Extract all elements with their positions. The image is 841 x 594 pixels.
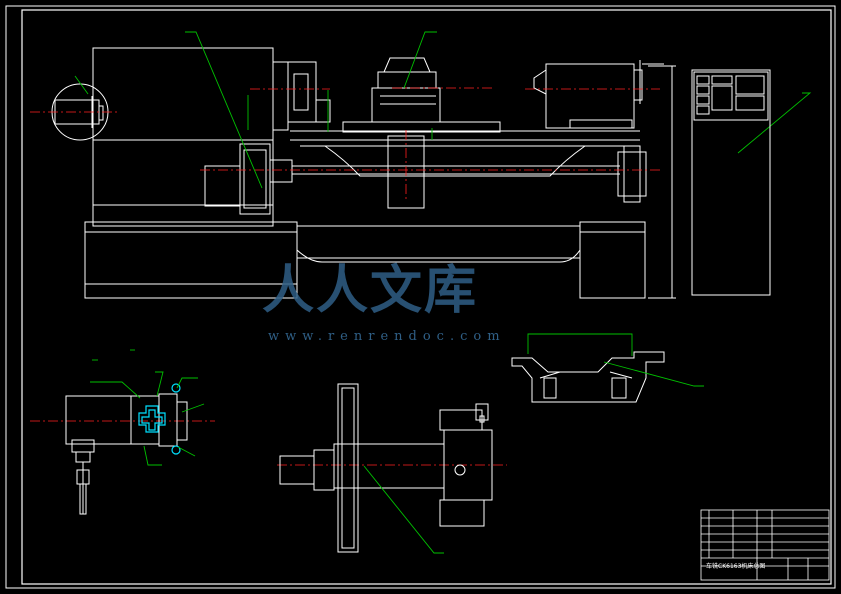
headstock — [92, 47, 274, 227]
lathe-main-view — [51, 47, 676, 299]
guideway-section — [511, 351, 665, 403]
tailstock — [545, 63, 635, 129]
watermark-url: www.renrendoc.com — [268, 329, 506, 344]
shaft-leader — [363, 465, 444, 554]
title-block — [700, 509, 830, 581]
leader-lines — [74, 31, 812, 189]
bed-right-leg — [579, 221, 646, 299]
gearbox-leaders — [90, 349, 205, 466]
gear-cross-symbol — [138, 383, 181, 455]
guideway-leaders — [527, 333, 704, 387]
outer-border — [5, 5, 836, 589]
gearbox-detail — [65, 393, 188, 515]
control-cabinet — [691, 69, 771, 296]
shaft-detail — [279, 383, 493, 553]
saddle — [300, 145, 630, 177]
inner-border — [21, 9, 832, 585]
chuck — [315, 99, 331, 123]
centerlines — [30, 87, 660, 466]
bed-left-leg — [84, 221, 298, 299]
watermark-brand: 人人文库 — [262, 261, 479, 321]
title-block-drawing-title: 车铣CK6163机床总图 — [706, 562, 765, 570]
